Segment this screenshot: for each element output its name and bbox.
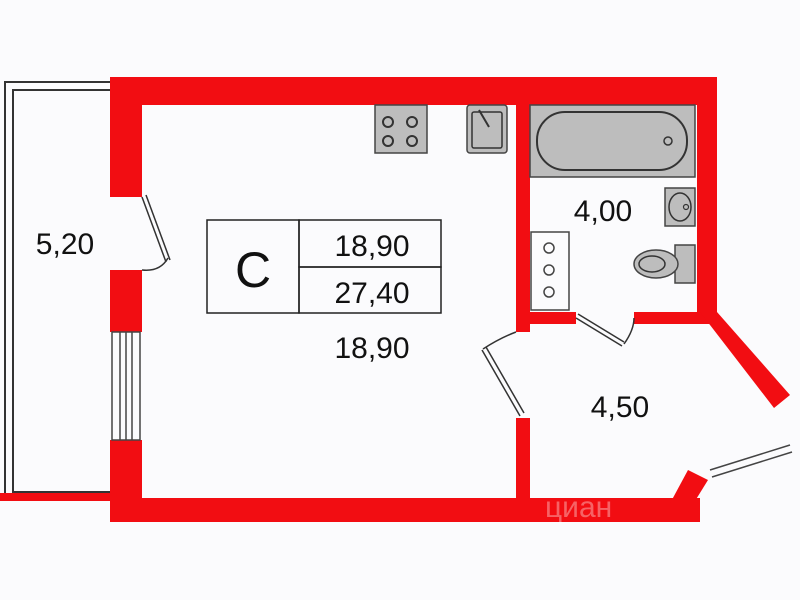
bay-window [709,444,793,478]
hall-left-wall [516,418,530,508]
total-area-value: 27,40 [334,277,409,310]
right-wall [697,77,717,324]
bottom-wall [110,498,700,522]
washbasin-icon [664,187,696,227]
top-wall [110,77,717,105]
kitchen-sink-icon [466,104,508,154]
bathroom-bottom-wall-right [634,312,714,324]
main-room-area-label: 18,90 [334,332,409,365]
bathroom-area-label: 4,00 [574,195,632,228]
window [111,331,141,441]
apartment-type-letter: С [235,242,271,298]
bathtub-icon [529,104,696,178]
stove-icon [374,104,428,154]
watermark-text: циан [545,491,612,524]
angled-wall-upper [700,312,790,408]
area-legend: С 18,90 27,40 [206,219,442,314]
bathroom-left-wall [516,100,530,332]
balcony-area-label: 5,20 [36,228,94,261]
bathroom-door [575,313,635,347]
balcony [0,81,112,501]
bathroom-bottom-wall-left [516,312,576,324]
balcony-edge-wall [0,493,112,501]
balcony-door [141,194,171,271]
walls [110,77,790,522]
hall-area-label: 4,50 [591,391,649,424]
hall-door [481,331,525,417]
living-area-value: 18,90 [334,230,409,263]
boiler-icon [530,231,570,311]
angled-wall-lower [660,470,708,522]
left-wall-middle [110,270,142,332]
left-wall-upper [110,77,142,197]
watermark: циан [545,491,612,524]
toilet-icon [633,244,696,284]
